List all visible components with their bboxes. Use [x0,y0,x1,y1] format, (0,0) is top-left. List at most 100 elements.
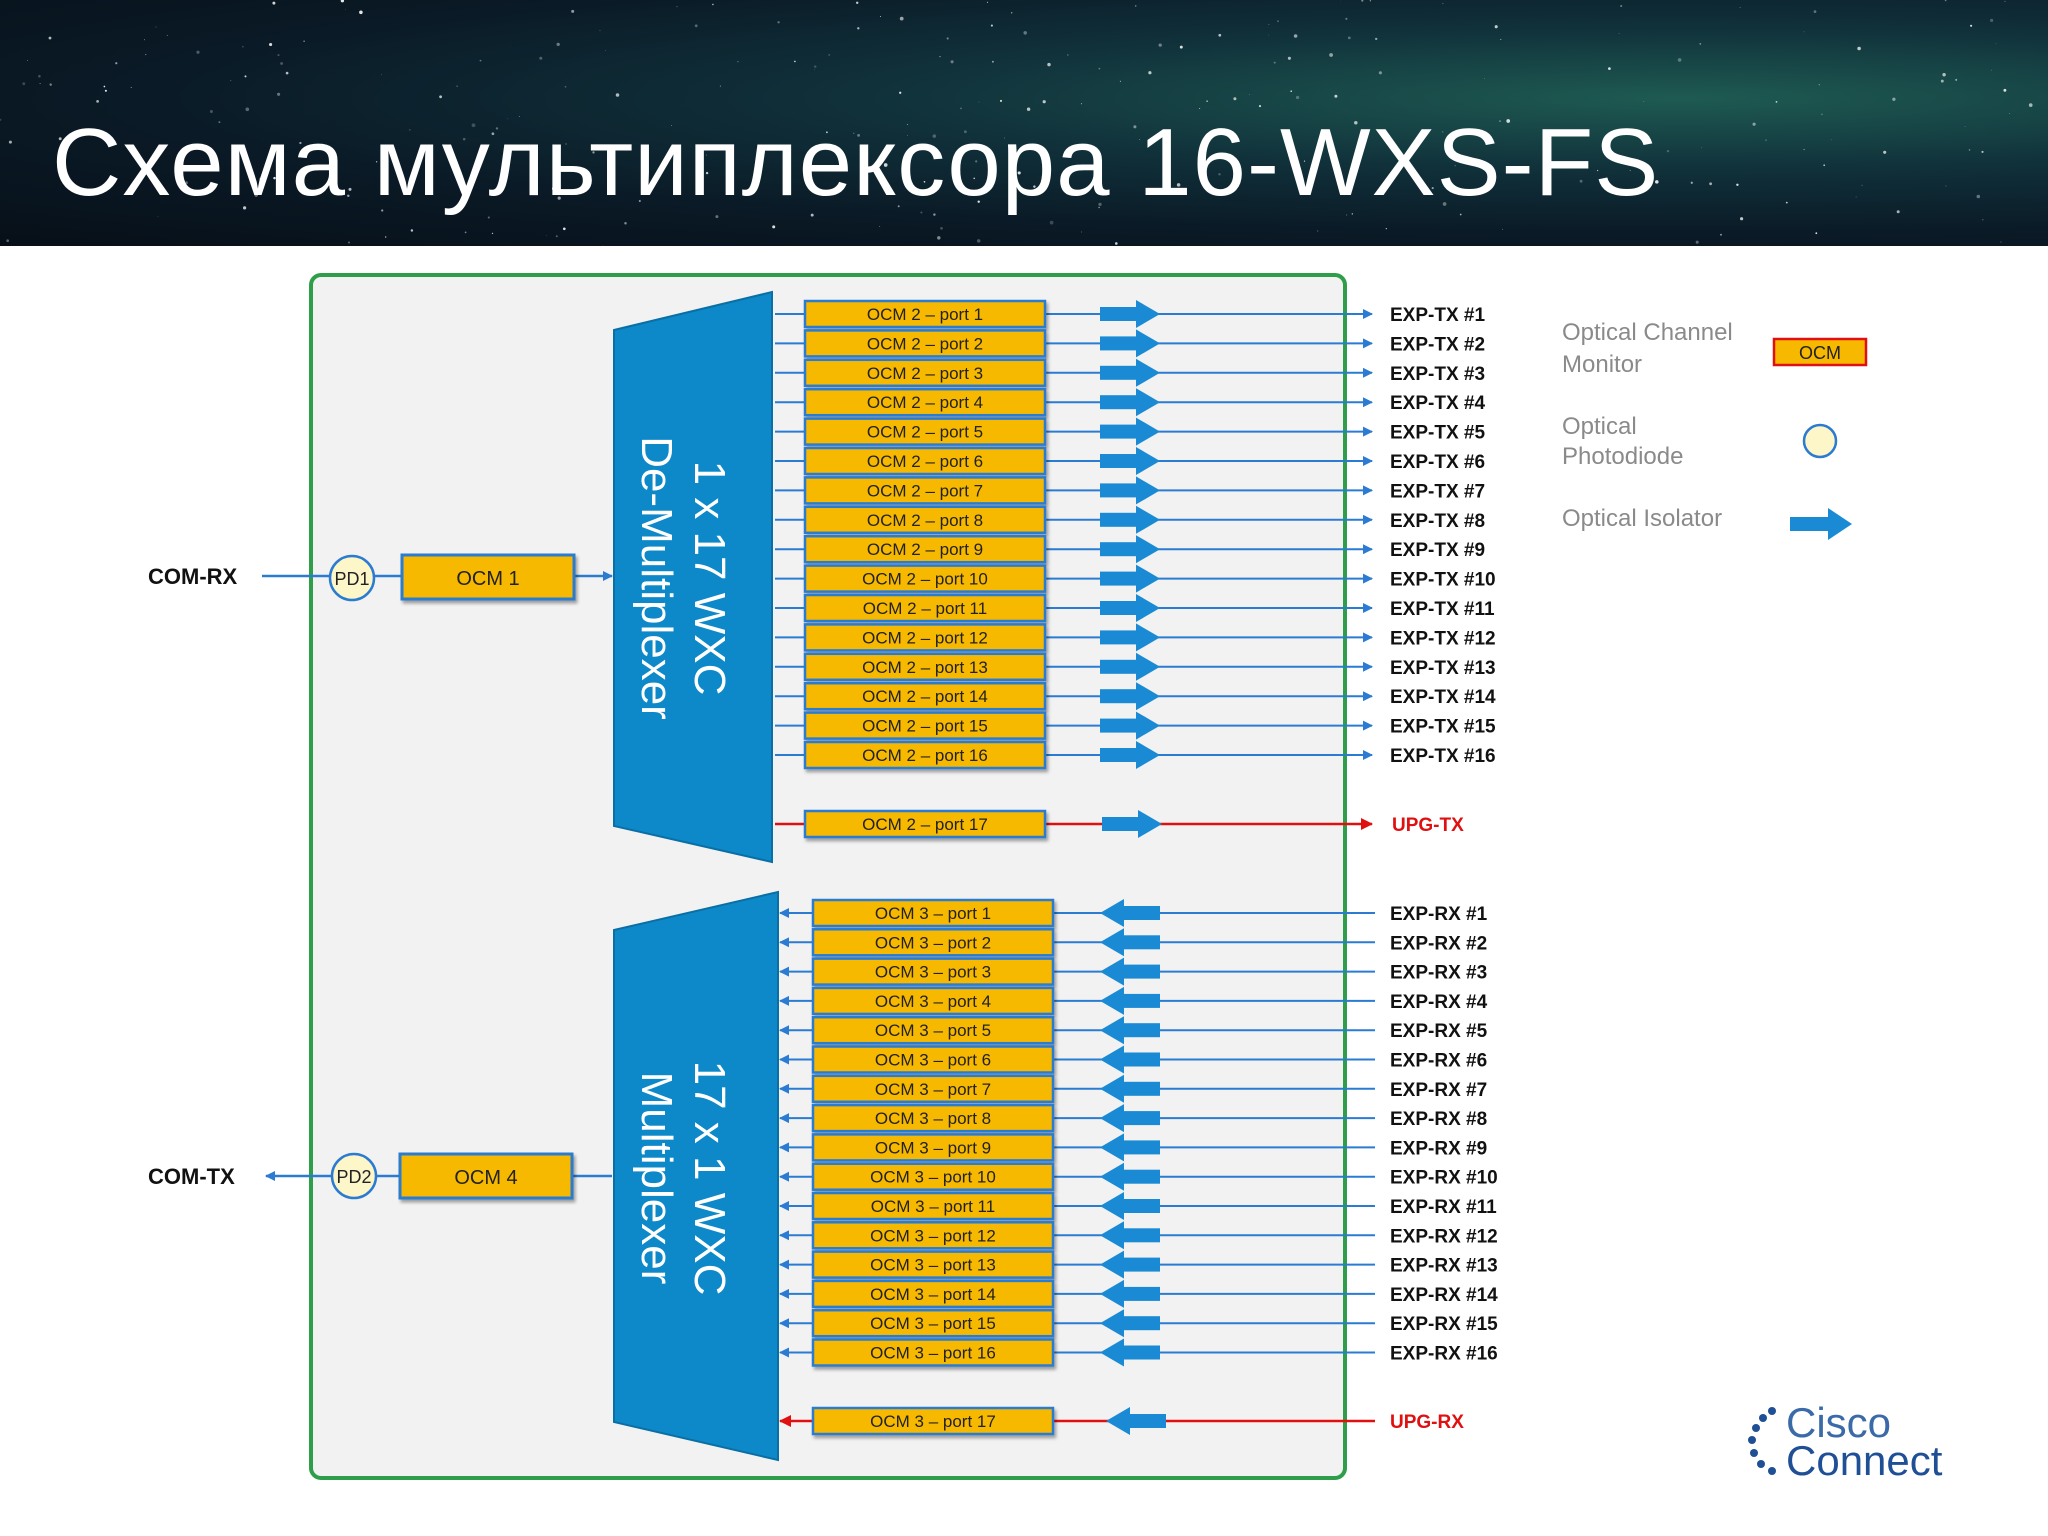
exp-rx-label: EXP-RX #10 [1390,1168,1498,1189]
exp-tx-label: EXP-TX #14 [1390,687,1496,708]
upg-tx-label: UPG-TX [1392,815,1464,836]
exp-rx-label: EXP-RX #8 [1390,1109,1487,1130]
exp-tx-label: EXP-TX #1 [1390,305,1485,326]
mux-ocm-port: OCM 3 – port 16 [811,1338,1055,1367]
isolator-arrow-icon [1100,928,1160,957]
photodiode-pd1: PD1 [328,554,376,602]
exp-tx-label: EXP-TX #5 [1390,423,1485,444]
mux-title-line2: Multiplexer [632,1072,681,1285]
legend-ocm-symbol-text: OCM [1799,343,1841,363]
isolator-arrow-icon [1100,417,1160,446]
demux-ocm-port-label: OCM 2 – port 2 [867,334,983,353]
mux-ocm-port: OCM 3 – port 13 [811,1250,1055,1279]
mux-ocm-port: OCM 3 – port 8 [811,1103,1055,1133]
exp-rx-label: EXP-RX #7 [1390,1080,1487,1101]
exp-rx-label: EXP-RX #4 [1390,992,1488,1013]
isolator-arrow-icon [1100,899,1160,927]
starfield-background [0,0,2033,246]
exp-tx-label: EXP-TX #10 [1390,570,1496,591]
mux-ocm-port-label: OCM 3 – port 10 [870,1168,996,1187]
mux-ocm-port-label: OCM 3 – port 8 [875,1109,991,1128]
exp-rx-label: EXP-RX #16 [1390,1344,1498,1365]
mux-ocm-port: OCM 3 – port 5 [811,1015,1055,1045]
demux-ocm-port: OCM 2 – port 4 [803,387,1047,417]
mux-ocm-port-label: OCM 3 – port 9 [875,1138,991,1157]
mux-ocm-port-label: OCM 3 – port 13 [870,1256,996,1275]
isolator-arrow-icon [1100,1192,1160,1220]
isolator-arrow-icon [1100,711,1160,740]
isolator-arrow-icon [1100,1104,1160,1133]
demux-ocm-port: OCM 2 – port 15 [803,711,1047,740]
demux-ocm-port-label: OCM 2 – port 4 [867,393,983,412]
mux-ocm-port: OCM 3 – port 7 [811,1074,1055,1104]
exp-tx-label: EXP-TX #4 [1390,393,1485,414]
exp-rx-label: EXP-RX #5 [1390,1021,1488,1042]
mux-ocm-port-label: OCM 3 – port 7 [875,1080,991,1099]
mux-ocm-port: OCM 3 – port 3 [811,957,1055,986]
exp-tx-label: EXP-TX #8 [1390,511,1485,532]
title-banner: Схема мультиплексора 16-WXS-FS [0,0,2048,246]
ocm1-label: OCM 1 [456,568,519,590]
isolator-arrow-icon [1100,358,1160,387]
demux-ocm-port-label: OCM 2 – port 13 [862,658,988,677]
mux-ocm-port-label: OCM 3 – port 6 [875,1051,991,1070]
slide-title: Схема мультиплексора 16-WXS-FS [52,109,1660,216]
mux-ocm-port-label: OCM 3 – port 5 [875,1021,991,1040]
demux-wxc-block [613,290,773,864]
legend: Optical Channel Monitor OCM Optical Phot… [1562,319,1868,540]
exp-rx-label: EXP-RX #9 [1390,1138,1487,1159]
com-rx-label: COM-RX [148,564,238,589]
demux-ocm-port-label: OCM 2 – port 1 [867,305,983,324]
mux-ocm-port: OCM 3 – port 2 [811,928,1055,957]
com-tx-label: COM-TX [148,1164,235,1189]
legend-ocm-label-2: Monitor [1562,351,1642,378]
mux-ocm-port-label: OCM 3 – port 3 [875,963,991,982]
mux-ocm-port: OCM 3 – port 14 [811,1279,1055,1309]
demux-ocm-port-label: OCM 2 – port 9 [867,540,983,559]
exp-tx-label: EXP-TX #7 [1390,481,1485,502]
demux-ocm-port: OCM 2 – port 7 [803,476,1047,505]
demux-ocm-port: OCM 2 – port 13 [803,652,1047,682]
mux-ocm-port: OCM 3 – port 12 [811,1221,1055,1250]
exp-rx-label: EXP-RX #1 [1390,904,1488,925]
ocm4-box: OCM 4 [398,1152,574,1200]
demux-ocm-upgrade-port-label: OCM 2 – port 17 [862,815,988,834]
demux-ocm-port: OCM 2 – port 6 [803,446,1047,476]
isolator-arrow-icon [1100,1221,1160,1250]
exp-tx-label: EXP-TX #11 [1390,599,1495,620]
demux-channel-rows: OCM 2 – port 1 EXP-TX #1 OCM 2 – port 2 EXP… [775,299,1496,839]
demux-ocm-upgrade-port: OCM 2 – port 17 [803,809,1047,839]
pd2-label: PD2 [336,1167,371,1187]
isolator-arrow-icon [1100,1074,1160,1103]
demux-ocm-port: OCM 2 – port 3 [803,358,1047,388]
exp-rx-label: EXP-RX #14 [1390,1285,1498,1306]
demux-ocm-port: OCM 2 – port 14 [803,681,1047,711]
demux-ocm-port: OCM 2 – port 5 [803,417,1047,446]
demux-ocm-port: OCM 2 – port 2 [803,329,1047,358]
exp-rx-label: EXP-RX #12 [1390,1226,1498,1247]
mux-ocm-port-label: OCM 3 – port 16 [870,1344,996,1363]
exp-tx-label: EXP-TX #12 [1390,628,1496,649]
isolator-arrow-icon [1100,957,1160,986]
demux-ocm-port-label: OCM 2 – port 12 [862,628,988,647]
isolator-arrow-icon [1100,741,1160,769]
legend-iso-label: Optical Isolator [1562,505,1722,532]
isolator-arrow-icon [1102,810,1162,838]
isolator-arrow-icon [1100,564,1160,593]
upg-rx-label: UPG-RX [1390,1412,1464,1433]
ocm1-box: OCM 1 [400,553,576,601]
exp-rx-label: EXP-RX #15 [1390,1314,1498,1335]
legend-ocm-label-1: Optical Channel [1562,319,1733,346]
exp-tx-label: EXP-TX #9 [1390,540,1485,561]
mux-ocm-port: OCM 3 – port 15 [811,1308,1055,1338]
demux-ocm-port: OCM 2 – port 8 [803,505,1047,535]
mux-ocm-port: OCM 3 – port 6 [811,1045,1055,1074]
exp-tx-label: EXP-TX #15 [1390,717,1496,738]
exp-rx-label: EXP-RX #13 [1390,1256,1498,1277]
isolator-arrow-icon [1100,652,1160,681]
mux-ocm-port-label: OCM 3 – port 15 [870,1314,996,1333]
mux-ocm-upgrade-port-label: OCM 3 – port 17 [870,1412,996,1431]
